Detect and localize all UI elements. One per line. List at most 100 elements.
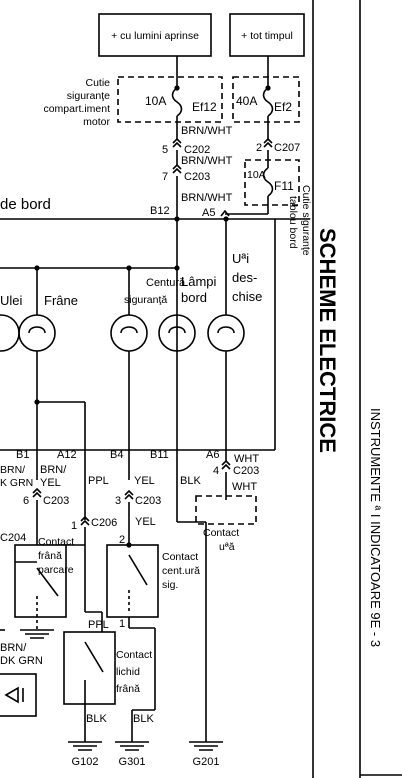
connector-c206-mark (80, 515, 90, 526)
connector-c202-mark (172, 137, 182, 148)
parking-switch-label: Contact (38, 536, 74, 548)
parking-switch-label: parcare (38, 564, 74, 576)
c203b-pin: 4 (213, 465, 219, 477)
c202-pin: 5 (162, 144, 168, 156)
fuse-f11-symbol (262, 167, 274, 197)
ground-symbol-g301 (115, 741, 149, 751)
fuse-ef2-symbol (262, 87, 274, 117)
always-source-box (229, 13, 305, 57)
belt-switch-box (106, 544, 159, 618)
door-switch-label: Contact (203, 527, 239, 539)
bulb-centura (110, 314, 148, 352)
c206-pin: 1 (71, 520, 77, 532)
wire-label-ppl: PPL (88, 619, 109, 631)
wire-label-brn-dk: BRN/ (0, 642, 27, 654)
a6-label: A6 (206, 449, 219, 461)
b1-label: B1 (16, 449, 29, 461)
connector-c203c-mark (32, 487, 42, 498)
wire-label-yel: YEL (135, 516, 156, 528)
c203b-label: C203 (233, 465, 259, 477)
parking-brake-switch-box (14, 544, 67, 618)
connector-c207-mark (263, 137, 273, 148)
warning-lamp-icon (4, 686, 24, 704)
lamp-lampi-label: Lâmpi (181, 274, 217, 289)
wire-label-ppl: PPL (88, 475, 109, 487)
pin-1-label: 1 (119, 618, 125, 630)
wire-label-blk: BLK (180, 475, 201, 487)
c203-label: C203 (184, 171, 210, 183)
junction-dot (126, 265, 132, 271)
junction-dot (223, 216, 229, 222)
bulb-ulei (0, 314, 20, 352)
fuse-f11-amp: 10A (247, 169, 266, 181)
b12-label: B12 (150, 205, 170, 217)
fluid-switch-label: frână (116, 683, 140, 695)
junction-dot (126, 542, 132, 548)
wire-label-wht: WHT (232, 481, 257, 493)
ground-g102-label: G102 (72, 756, 99, 768)
warning-lamp-box (0, 673, 37, 717)
wire-label-brn-wht: BRN/WHT (181, 125, 233, 137)
c203d-label: C203 (135, 495, 161, 507)
b11-label: B11 (150, 449, 169, 461)
junction-dot (174, 85, 180, 91)
fluid-switch-box (63, 631, 116, 705)
engine-fusebox-label: compart.iment (43, 103, 110, 115)
fuse-ef2-name: Ef2 (274, 100, 292, 114)
c207-pin: 2 (256, 142, 262, 154)
wire-label-brn-yel: BRN/ (40, 464, 67, 476)
fuse-f11-name: F11 (274, 179, 294, 193)
c203-pin: 7 (162, 171, 168, 183)
pin-2-label: 2 (119, 534, 125, 546)
fuse-ef12-name: Ef12 (192, 100, 217, 114)
lamp-usi-label: Uªi (232, 251, 249, 266)
lights-on-source-box (98, 13, 212, 57)
parking-switch-label: frână (38, 550, 62, 562)
c203c-label: C203 (43, 495, 69, 507)
c203c-pin: 6 (23, 495, 29, 507)
engine-fusebox-label: Cutie (85, 77, 110, 89)
fluid-switch-label: Contact (116, 649, 152, 661)
belt-switch-label: sig. (162, 579, 178, 591)
fuse-ef12-symbol (171, 87, 183, 117)
lamp-usi-label: des- (232, 270, 257, 285)
wire-label-brn-wht: BRN/WHT (181, 192, 233, 204)
bulb-lampi-bord (158, 314, 196, 352)
wire-label-blk: BLK (86, 713, 107, 725)
c206-label: C206 (91, 517, 117, 529)
door-switch-label: uªă (219, 541, 235, 553)
wire-label-brn-wht: BRN/WHT (181, 155, 233, 167)
lamp-ulei-label: Ulei (0, 293, 23, 308)
ef2-fusebox-outline (232, 76, 300, 123)
ground-g301-label: G301 (119, 756, 146, 768)
lamp-usi-label: chise (232, 289, 262, 304)
dash-fusebox-label: Cutie siguranţe (300, 185, 312, 256)
ground-g201-label: G201 (193, 756, 220, 768)
c202-label: C202 (184, 144, 210, 156)
dash-fusebox-label: tablou bord (287, 196, 299, 249)
c204-label: C204 (0, 532, 26, 544)
a5-label: A5 (202, 207, 215, 219)
wire-label-wht: WHT (234, 453, 259, 465)
junction-dot (34, 265, 40, 271)
wire-label-brn-yel: YEL (40, 477, 61, 489)
fuse-ef2-amp: 40A (236, 94, 257, 108)
junction-dot (265, 85, 271, 91)
engine-fusebox-label: siguranţe (67, 90, 110, 102)
ground-symbol-parking (20, 629, 54, 639)
junction-dot (174, 265, 180, 271)
c207-label: C207 (274, 142, 300, 154)
wire-label-brn-dk: DK GRN (0, 655, 43, 667)
engine-fusebox-outline (117, 76, 223, 123)
cluster-label: de bord (0, 196, 51, 213)
door-switch-box (195, 495, 257, 525)
bulb-frane (18, 314, 56, 352)
lamp-centura-label: siguranţă (124, 294, 167, 306)
wire-label-brn: BRN/ (0, 464, 25, 476)
fluid-switch-label: lichid (116, 666, 140, 678)
ground-symbol-g102 (68, 741, 102, 751)
always-source-label: + tot timpul (241, 30, 293, 42)
b4-label: B4 (110, 449, 123, 461)
bulb-filaments (28, 326, 235, 334)
